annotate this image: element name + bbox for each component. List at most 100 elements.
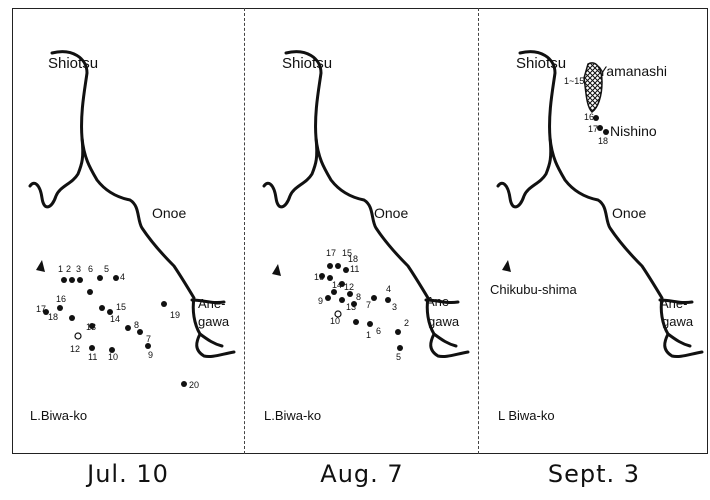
- station-number: 8: [134, 320, 139, 330]
- place-label-yamanashi: Yamanashi: [598, 63, 667, 79]
- station-number: 18: [348, 254, 358, 264]
- station-number: 13: [346, 302, 356, 312]
- station-number: 5: [396, 352, 401, 362]
- station-dot: [89, 345, 95, 351]
- station-number: 18: [48, 312, 58, 322]
- lake-label: L.Biwa-ko: [30, 408, 87, 423]
- station-dot: [181, 381, 187, 387]
- place-label-chikubu-shima: Chikubu-shima: [490, 282, 577, 297]
- station-dot: [325, 295, 331, 301]
- station-number: 9: [318, 296, 323, 306]
- station-number: 12: [70, 344, 80, 354]
- station-number: 2: [404, 318, 409, 328]
- station-dot: [371, 295, 377, 301]
- station-number: 14: [110, 314, 120, 324]
- station-dot: [593, 115, 599, 121]
- panel-date-aug: Aug. 7: [320, 460, 404, 488]
- station-number: 17: [588, 124, 598, 134]
- station-dot: [89, 323, 95, 329]
- place-label-shiotsu: Shiotsu: [282, 55, 332, 72]
- station-dot: [69, 277, 75, 283]
- place-label-shiotsu: Shiotsu: [516, 55, 566, 72]
- place-label-onoe: Onoe: [374, 205, 408, 221]
- map-panel-sept: Shiotsu Yamanashi Nishino Onoe Chikubu-s…: [490, 50, 704, 423]
- place-label-shiotsu: Shiotsu: [48, 55, 98, 72]
- station-number: 16: [56, 294, 66, 304]
- chikubu-island: [502, 260, 511, 272]
- station-numbers: 1~15 16 17 18: [564, 76, 608, 146]
- station-dot: [161, 301, 167, 307]
- lake-label: L.Biwa-ko: [264, 408, 321, 423]
- station-dot: [347, 291, 353, 297]
- station-number: 1: [366, 330, 371, 340]
- place-label-onoe: Onoe: [152, 205, 186, 221]
- station-number: 8: [356, 292, 361, 302]
- panel-date-jul: Jul. 10: [87, 460, 169, 488]
- figure-frame: [12, 8, 708, 454]
- panel-divider: [478, 8, 479, 454]
- station-dot: [395, 329, 401, 335]
- station-number: 13: [86, 322, 96, 332]
- station-number: 2: [66, 264, 71, 274]
- place-label-gawa: gawa: [198, 314, 230, 329]
- place-label-ane: Ane-: [660, 296, 687, 311]
- station-number: 7: [146, 334, 151, 344]
- place-label-ane: Ane-: [426, 294, 453, 309]
- station-dot: [597, 125, 603, 131]
- station-dot: [353, 319, 359, 325]
- station-number: 3: [392, 302, 397, 312]
- bloom-area-hatched: [583, 62, 603, 113]
- station-number: 17: [326, 248, 336, 258]
- place-label-ane: Ane-: [198, 296, 225, 311]
- place-label-onoe: Onoe: [612, 205, 646, 221]
- station-dot: [351, 301, 357, 307]
- station-number: 10: [108, 352, 118, 362]
- chikubu-island: [272, 264, 281, 276]
- place-label-nishino: Nishino: [610, 123, 657, 139]
- station-number: 1: [58, 264, 63, 274]
- station-number: 12: [344, 282, 354, 292]
- station-number: 16: [314, 272, 324, 282]
- station-number: 16: [584, 112, 594, 122]
- station-markers: [319, 263, 403, 351]
- station-dot-open: [74, 332, 82, 340]
- station-dot: [107, 309, 113, 315]
- coastline: [28, 50, 236, 358]
- station-dot: [385, 297, 391, 303]
- station-dot: [125, 325, 131, 331]
- station-dot: [137, 329, 143, 335]
- station-dot: [397, 345, 403, 351]
- station-dot: [77, 277, 83, 283]
- place-label-gawa: gawa: [428, 314, 460, 329]
- station-dot: [69, 315, 75, 321]
- station-dot: [61, 277, 67, 283]
- station-number: 1~15: [564, 76, 584, 86]
- station-dot: [603, 129, 609, 135]
- station-dot: [327, 275, 333, 281]
- station-number: 6: [376, 326, 381, 336]
- station-markers: [43, 275, 187, 387]
- station-number: 15: [116, 302, 126, 312]
- station-number: 20: [189, 380, 199, 390]
- panel-divider: [244, 8, 245, 454]
- station-number: 5: [104, 264, 109, 274]
- station-dot: [57, 305, 63, 311]
- station-dot: [43, 309, 49, 315]
- station-dot: [87, 289, 93, 295]
- station-dot: [109, 347, 115, 353]
- station-dot: [339, 281, 345, 287]
- station-number: 11: [88, 352, 97, 362]
- chikubu-island: [36, 260, 45, 272]
- map-panel-jul: Shiotsu Onoe Ane- gawa L.Biwa-ko 1 2 3 4…: [28, 50, 236, 423]
- coastline: [496, 50, 704, 358]
- station-number: 9: [148, 350, 153, 360]
- station-dot: [331, 289, 337, 295]
- station-number: 7: [366, 300, 371, 310]
- station-number: 15: [342, 248, 352, 258]
- station-number: 4: [386, 284, 391, 294]
- map-panel-aug: Shiotsu Onoe Ane- gawa L.Biwa-ko 1 2 3 4…: [262, 50, 470, 423]
- station-number: 17: [36, 304, 46, 314]
- station-dot: [335, 263, 341, 269]
- station-dot: [343, 267, 349, 273]
- station-dot: [99, 305, 105, 311]
